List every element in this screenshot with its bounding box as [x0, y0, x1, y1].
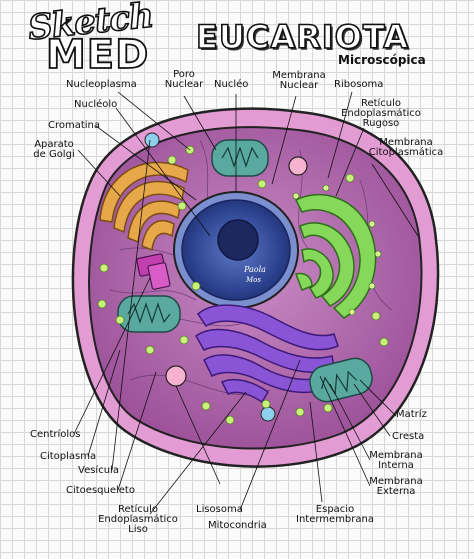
- label-crestas: Cresta: [392, 431, 425, 442]
- label-leader-lines: [73, 91, 419, 515]
- golgi-apparatus: [99, 161, 189, 252]
- er-ribosomes: [292, 184, 382, 316]
- mitochondrion-top: [211, 139, 269, 177]
- label-lisosoma: Lisosoma: [196, 504, 243, 515]
- free-ribosomes: [97, 145, 389, 425]
- label-membrana-citoplasmatica: Membrana Citoplasmática: [368, 137, 444, 158]
- label-membrana-externa: Membrana Externa: [369, 476, 423, 497]
- label-membrana-nuclear: Membrana Nuclear: [272, 70, 326, 91]
- label-reticulo-liso: Retículo Endoplasmático Liso: [98, 504, 178, 535]
- label-mitocondria: Mitocondria: [208, 520, 267, 531]
- label-citoesqueleto: Citoesqueleto: [66, 485, 135, 496]
- nucleus: Paola Mos: [173, 191, 299, 309]
- label-aparato-golgi: Aparato de Golgi: [33, 139, 75, 160]
- sketchmed-logo: Sketch MED: [22, 0, 155, 79]
- nucleolus: [217, 219, 259, 261]
- mitochondria: [117, 139, 373, 403]
- label-reticulo-rugoso: Retículo Endoplasmático Rugoso: [341, 98, 421, 129]
- signature-line1: Paola: [243, 265, 266, 274]
- lysosomes: [165, 156, 308, 387]
- label-nucleo: Nucléo: [214, 79, 249, 90]
- page-subtitle: Microscópica: [338, 53, 426, 67]
- vesicles: [144, 132, 276, 422]
- label-vesicula: Vesícula: [78, 465, 119, 476]
- signature-line2: Mos: [245, 276, 261, 284]
- logo-med-text: MED: [45, 31, 150, 79]
- page-title: EUCARIOTA: [195, 17, 409, 57]
- label-ribosoma: Ribosoma: [334, 79, 384, 90]
- label-citoplasma: Citoplasma: [40, 451, 97, 462]
- label-matriz: Matríz: [396, 409, 427, 420]
- label-espacio-intermembrana: Espacio Intermembrana: [296, 504, 374, 525]
- mitochondrion-right: [309, 357, 373, 403]
- label-poro-nuclear: Poro Nuclear: [164, 69, 204, 90]
- label-membrana-interna: Membrana Interna: [369, 450, 423, 471]
- label-centriolos: Centríolos: [30, 429, 81, 440]
- rough-endoplasmic-reticulum: [294, 193, 377, 319]
- mitochondrion-left: [117, 295, 181, 333]
- centrioles: [136, 253, 171, 290]
- label-nucleoplasma: Nucleoplasma: [66, 79, 137, 90]
- label-cromatina: Cromatina: [48, 120, 101, 131]
- label-nucleolo: Nucléolo: [74, 99, 118, 110]
